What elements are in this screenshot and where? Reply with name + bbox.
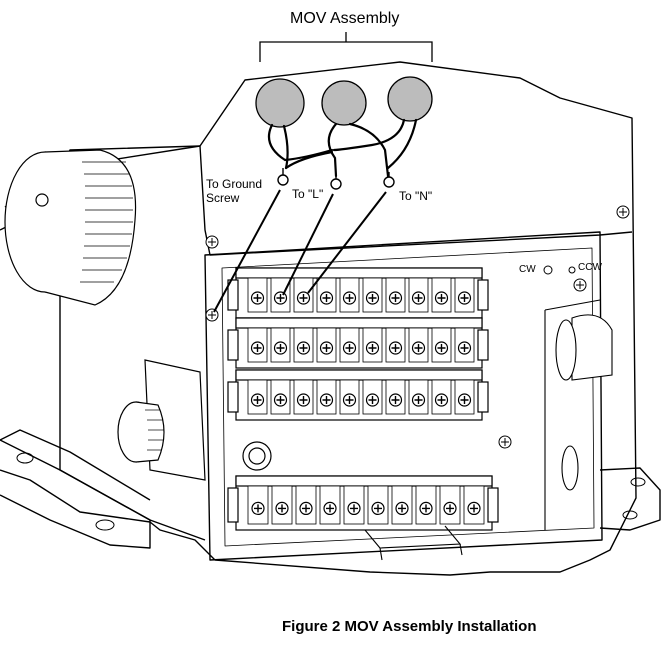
selector-knob xyxy=(117,359,206,481)
enclosure-outline xyxy=(0,61,637,576)
leader-ground xyxy=(213,189,281,313)
leader-n xyxy=(307,191,387,294)
mov-bracket xyxy=(259,32,433,62)
ccw-label: CCW xyxy=(578,262,602,273)
terminal-block-1 xyxy=(227,267,489,319)
front-plate xyxy=(204,231,603,561)
base-holes xyxy=(16,452,646,531)
cw-label: CW xyxy=(519,264,536,275)
ring-terminals xyxy=(277,168,395,190)
right-slot xyxy=(544,299,613,530)
mov-leads xyxy=(267,118,418,178)
terminal-blocks xyxy=(227,267,499,531)
right-base xyxy=(599,467,661,531)
ground-screw-label: To Ground Screw xyxy=(206,177,263,205)
terminal-block-3 xyxy=(227,369,489,421)
cw-ccw-indicator xyxy=(543,265,576,275)
terminal-block-4 xyxy=(227,475,499,531)
terminal-block-2 xyxy=(227,317,489,369)
ring-l xyxy=(330,178,342,190)
ring-n xyxy=(383,176,395,188)
bottom-channel xyxy=(364,525,463,561)
front-plate-inner xyxy=(221,247,595,547)
mov-assembly-label: MOV Assembly xyxy=(290,10,400,27)
mov-disc-3 xyxy=(387,76,433,122)
mov-discs xyxy=(255,76,433,128)
plate-screws xyxy=(205,205,630,449)
leader-lines xyxy=(213,189,387,313)
left-base-top xyxy=(0,429,151,501)
left-knob xyxy=(4,149,137,306)
grommet xyxy=(242,441,272,471)
mov-disc-2 xyxy=(321,80,367,126)
to-l-label: To "L" xyxy=(292,187,324,201)
to-n-label: To "N" xyxy=(399,189,433,203)
figure-caption: Figure 2 MOV Assembly Installation xyxy=(282,618,537,635)
leader-l xyxy=(282,193,334,296)
left-base xyxy=(0,439,151,549)
mov-disc-1 xyxy=(255,78,305,128)
